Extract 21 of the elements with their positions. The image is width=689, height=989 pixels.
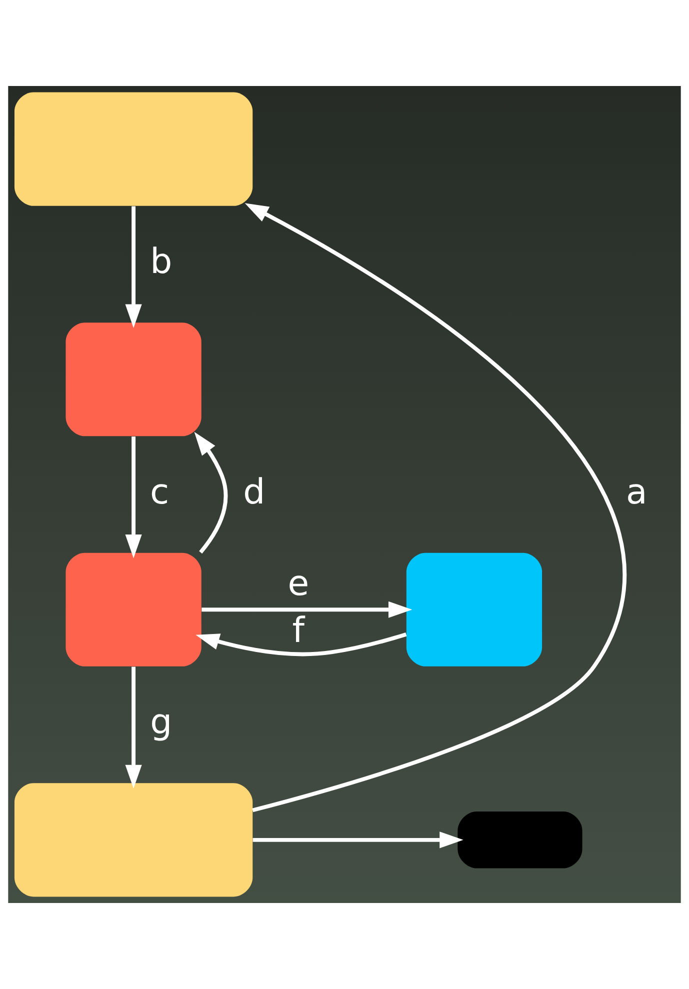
arrow [252, 832, 464, 848]
node-box [66, 552, 202, 666]
edge-label: b [150, 242, 172, 282]
node-box [406, 552, 542, 666]
arrow [125, 436, 142, 558]
arrow [202, 601, 412, 618]
arrow [244, 203, 626, 812]
edge-label: a [626, 472, 648, 512]
edge-label: c [150, 472, 170, 512]
node-box [66, 322, 202, 436]
arrow [125, 666, 142, 789]
node-box [458, 812, 582, 868]
arrow [196, 632, 407, 656]
edge-label: g [150, 702, 172, 743]
edge-label: e [288, 564, 310, 604]
node-box [14, 92, 253, 206]
edge-label: d [243, 472, 266, 512]
arrow [194, 432, 228, 554]
node-box [14, 783, 253, 897]
arrow [125, 206, 142, 328]
edge-label: f [292, 611, 304, 652]
